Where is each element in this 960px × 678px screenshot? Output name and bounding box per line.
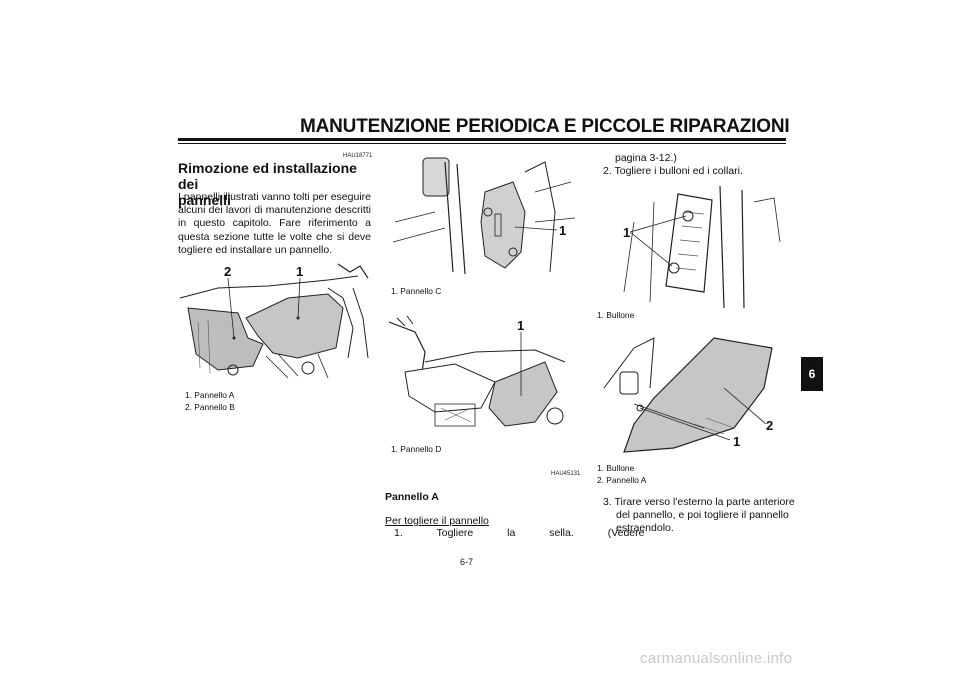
- figure-bolt: [623, 185, 781, 309]
- caption-line-1: 1. Bullone: [597, 463, 635, 473]
- header-rule: [178, 138, 786, 141]
- callout-1: 1: [623, 225, 631, 240]
- figure-panel-d: [388, 315, 566, 427]
- caption-line-1: 1. Pannello A: [185, 390, 235, 400]
- chapter-tab[interactable]: 6: [801, 357, 823, 391]
- intro-paragraph: I pannelli illustrati vanno tolti per es…: [178, 191, 371, 256]
- subheading: Pannello A: [385, 491, 439, 503]
- caption-line-2: 2. Pannello A: [597, 475, 647, 485]
- caption-line-2: 2. Pannello B: [185, 402, 235, 412]
- section-title-line-1: Rimozione ed installazione dei: [178, 160, 357, 192]
- callout-2: 2: [224, 264, 232, 279]
- procedure-title: Per togliere il pannello: [385, 515, 489, 527]
- header-rule-thin: [178, 143, 786, 144]
- reference-code: HAU45131: [551, 471, 581, 477]
- step-1-continued: pagina 3-12.): [615, 152, 677, 164]
- callout-1: 1: [517, 318, 525, 333]
- section-title: Rimozione ed installazione dei pannelli: [178, 160, 378, 208]
- page-number: 6-7: [460, 557, 474, 567]
- section-title-line-2: pannelli: [178, 192, 231, 208]
- callout-1: 1: [296, 264, 304, 279]
- page-title: MANUTENZIONE PERIODICA E PICCOLE RIPARAZ…: [300, 116, 790, 137]
- callout-1: 1: [559, 223, 567, 238]
- figure-panels-a-b: [179, 263, 369, 379]
- callout-2: 2: [766, 418, 774, 433]
- figure-caption: 1. Bullone: [597, 310, 635, 320]
- figure-caption: 1. Pannello A 2. Pannello B: [185, 389, 235, 413]
- watermark: carmanualsonline.info: [640, 650, 793, 667]
- figure-bolt-panel-a: [603, 337, 773, 453]
- figure-caption: 1. Pannello D: [391, 444, 442, 454]
- step-3: 3. Tirare verso l'esterno la parte anter…: [603, 496, 795, 535]
- figure-caption: 1. Bullone 2. Pannello A: [597, 462, 646, 486]
- figure-panel-c: [392, 157, 576, 275]
- reference-code: HAU18771: [343, 153, 373, 159]
- step-2: 2. Togliere i bulloni ed i collari.: [603, 165, 743, 177]
- figure-caption: 1. Pannello C: [391, 286, 442, 296]
- step-1: 1. Togliere la sella. (Vedere: [394, 527, 645, 539]
- callout-1: 1: [733, 434, 741, 449]
